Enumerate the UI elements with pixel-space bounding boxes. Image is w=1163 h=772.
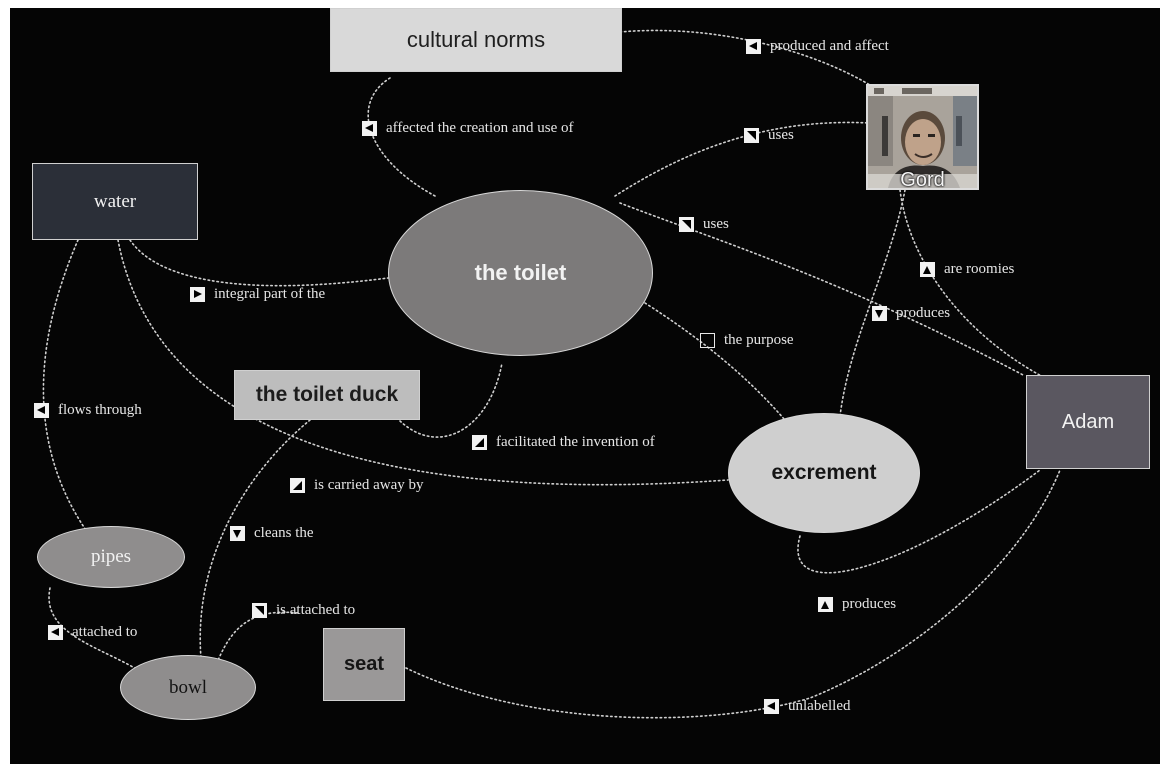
link-label: produces [842, 596, 897, 612]
node-gord[interactable]: Gord [866, 84, 979, 190]
link-uses-adam[interactable]: uses [679, 216, 729, 233]
triangle-arrow-icon [920, 262, 935, 277]
link-label: uses [768, 127, 794, 143]
edge-toilet-adam [619, 202, 1026, 377]
node-cultural-norms-label: cultural norms [406, 27, 546, 52]
link-the-purpose[interactable]: the purpose [700, 332, 794, 349]
triangle-arrow-icon [190, 287, 205, 302]
link-are-roomies[interactable]: are roomies [920, 261, 1014, 278]
triangle-arrow-icon [230, 526, 245, 541]
triangle-arrow-icon [818, 597, 833, 612]
edge-cultural-norms-gord [619, 29, 876, 89]
edge-toilet-duck-toilet [399, 362, 503, 438]
edge-water-pipes [42, 239, 91, 537]
link-label: produces [896, 305, 951, 321]
link-label: attached to [72, 624, 138, 640]
link-facilitated-invention[interactable]: facilitated the invention of [472, 434, 655, 451]
node-adam[interactable]: Adam [1026, 375, 1150, 469]
triangle-arrow-icon [252, 603, 267, 618]
edge-excrement-adam [797, 469, 1041, 574]
link-carried-away[interactable]: is carried away by [290, 477, 424, 494]
edge-bowl-seat [214, 611, 299, 669]
triangle-arrow-icon [764, 699, 779, 714]
node-pipes-label: pipes [90, 546, 132, 567]
node-adam-label: Adam [1061, 410, 1115, 433]
link-label: is attached to [276, 602, 356, 618]
link-label: uses [703, 216, 729, 232]
edge-water-excrement [117, 239, 729, 486]
link-label: the purpose [724, 332, 794, 348]
link-label: are roomies [944, 261, 1015, 277]
link-attached-to[interactable]: attached to [48, 624, 137, 641]
link-label: affected the creation and use of [386, 120, 574, 136]
concept-map-canvas: cultural norms water the toilet the toil… [10, 8, 1160, 764]
link-label: facilitated the invention of [496, 434, 655, 450]
link-flows-through[interactable]: flows through [34, 402, 142, 419]
edge-cultural-norms-toilet [367, 77, 436, 197]
node-water[interactable]: water [32, 163, 198, 240]
link-label: cleans the [254, 525, 314, 541]
link-uses-gord[interactable]: uses [744, 127, 794, 144]
link-label: unlabelled [788, 698, 851, 714]
triangle-arrow-icon [472, 435, 487, 450]
edge-water-toilet [129, 239, 389, 287]
node-excrement-label: excrement [771, 461, 877, 484]
triangle-arrow-icon [48, 625, 63, 640]
node-the-toilet-label: the toilet [474, 260, 567, 285]
link-is-attached-to[interactable]: is attached to [252, 602, 355, 619]
node-water-label: water [93, 190, 137, 212]
link-cleans-the[interactable]: cleans the [230, 525, 314, 542]
person-photo-icon [868, 86, 977, 188]
triangle-arrow-icon [872, 306, 887, 321]
triangle-arrow-icon [34, 403, 49, 418]
empty-square-icon [700, 333, 715, 348]
edge-toilet-excrement [644, 302, 791, 427]
link-label: produced and affect [770, 38, 889, 54]
link-affected-creation[interactable]: affected the creation and use of [362, 120, 574, 137]
node-seat-label: seat [343, 653, 385, 675]
link-produces-gord[interactable]: produces [872, 305, 950, 322]
triangle-arrow-icon [290, 478, 305, 493]
triangle-arrow-icon [362, 121, 377, 136]
link-integral-part[interactable]: integral part of the [190, 286, 325, 303]
node-bowl-label: bowl [169, 676, 207, 698]
link-label: flows through [58, 402, 142, 418]
node-pipes[interactable]: pipes [37, 526, 185, 588]
node-the-toilet[interactable]: the toilet [388, 190, 653, 356]
node-cultural-norms[interactable]: cultural norms [330, 8, 622, 72]
edge-gord-excrement [839, 189, 906, 417]
node-the-toilet-duck[interactable]: the toilet duck [234, 370, 420, 420]
node-gord-label: Gord [900, 169, 945, 190]
triangle-arrow-icon [746, 39, 761, 54]
triangle-arrow-icon [679, 217, 694, 232]
link-unlabelled[interactable]: unlabelled [764, 698, 850, 715]
edge-seat-adam [405, 469, 1061, 719]
node-the-toilet-duck-label: the toilet duck [255, 383, 399, 406]
link-produced-and-affect[interactable]: produced and affect [746, 38, 889, 55]
node-seat[interactable]: seat [323, 628, 405, 701]
link-produces-adam[interactable]: produces [818, 596, 896, 613]
edge-duck-bowl [199, 419, 311, 669]
link-label: integral part of the [214, 286, 326, 302]
link-label: is carried away by [314, 477, 424, 493]
edge-toilet-gord [614, 121, 871, 197]
triangle-arrow-icon [744, 128, 759, 143]
edges-layer [42, 29, 1061, 719]
node-excrement[interactable]: excrement [728, 413, 920, 533]
node-bowl[interactable]: bowl [120, 655, 256, 720]
